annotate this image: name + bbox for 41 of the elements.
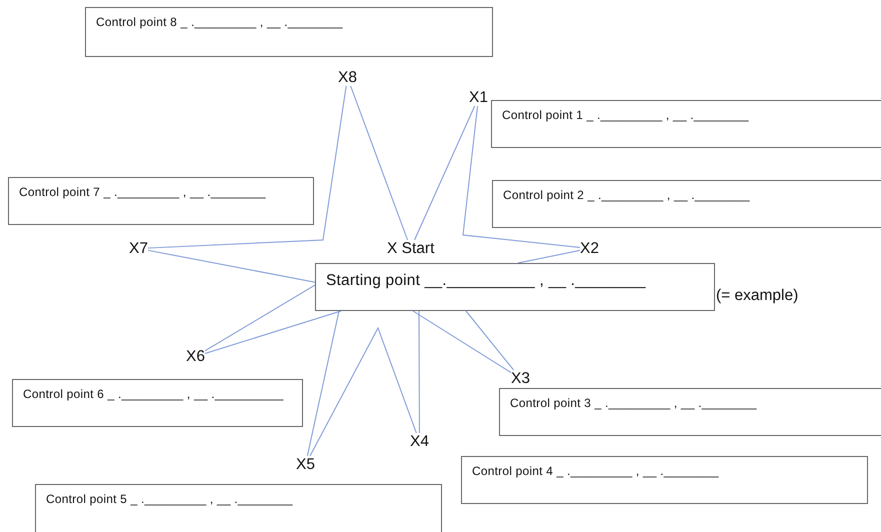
- route-line: [204, 284, 316, 352]
- waypoint-label: X8: [338, 69, 357, 86]
- waypoint-label: X Start: [387, 240, 434, 257]
- route-line: [418, 310, 420, 434]
- route-line: [518, 250, 580, 264]
- answer-box: [35, 484, 442, 532]
- fill-in-prompt: Control point 6 _ ._________ , __ .__________: [23, 387, 284, 401]
- answer-box: [315, 263, 715, 311]
- waypoint-label: X1: [469, 89, 488, 106]
- answer-box: [491, 100, 881, 148]
- route-line: [462, 106, 580, 248]
- waypoint-label: X6: [186, 348, 205, 365]
- route-line: [147, 250, 316, 283]
- fill-in-prompt: Control point 1 _ ._________ , __ .________: [502, 108, 749, 122]
- route-line: [306, 310, 340, 456]
- fill-in-prompt: Control point 2 _ ._________ , __ .________: [503, 188, 750, 202]
- waypoint-label: X5: [296, 456, 315, 473]
- fill-in-prompt: Control point 8 _ ._________ , __ .________: [96, 15, 343, 29]
- answer-box: [461, 456, 868, 504]
- fill-in-prompt: Control point 7 _ ._________ , __ .________: [19, 185, 266, 199]
- route-line: [466, 310, 514, 370]
- answer-box: [85, 7, 493, 57]
- answer-box: [499, 388, 881, 436]
- answer-box: [8, 177, 314, 225]
- note-text: (= example): [716, 287, 798, 305]
- fill-in-prompt: Control point 3 _ ._________ , __ .________: [510, 396, 757, 410]
- route-line: [147, 86, 347, 249]
- route-line: [412, 310, 512, 374]
- waypoint-label: X4: [410, 433, 429, 450]
- waypoint-label: X7: [129, 240, 148, 257]
- waypoint-label: X3: [511, 370, 530, 387]
- fill-in-prompt: Control point 4 _ ._________ , __ .________: [472, 464, 719, 478]
- route-line: [310, 326, 417, 456]
- route-line: [204, 310, 342, 354]
- route-line: [350, 86, 408, 240]
- waypoint-label: X2: [580, 240, 599, 257]
- fill-in-prompt: Control point 5 _ ._________ , __ .________: [46, 492, 293, 506]
- answer-box: [492, 180, 881, 228]
- answer-box: [12, 379, 303, 427]
- route-line: [414, 106, 476, 240]
- fill-in-prompt: Starting point __.__________ , __ .________: [326, 272, 646, 290]
